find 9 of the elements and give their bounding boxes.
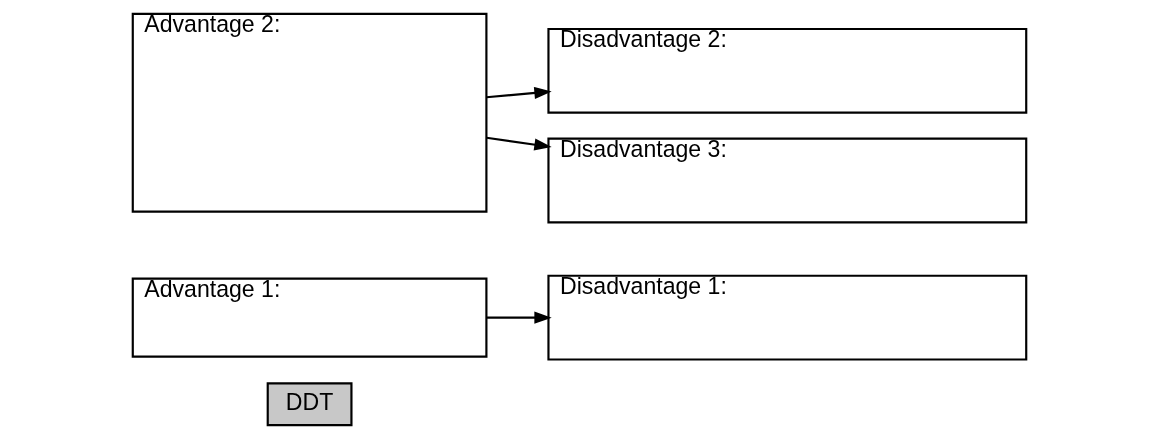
arrow	[486, 86, 552, 100]
node-box: Advantage 1:	[131, 277, 488, 358]
arrow	[486, 136, 552, 151]
node-box: Disadvantage 2:	[547, 27, 1028, 114]
node-box: DDT	[266, 382, 353, 427]
node-box: Advantage 2:	[131, 12, 488, 213]
arrow	[486, 311, 552, 324]
node-box: Disadvantage 3:	[547, 137, 1028, 224]
node-box: Disadvantage 1:	[547, 274, 1028, 361]
